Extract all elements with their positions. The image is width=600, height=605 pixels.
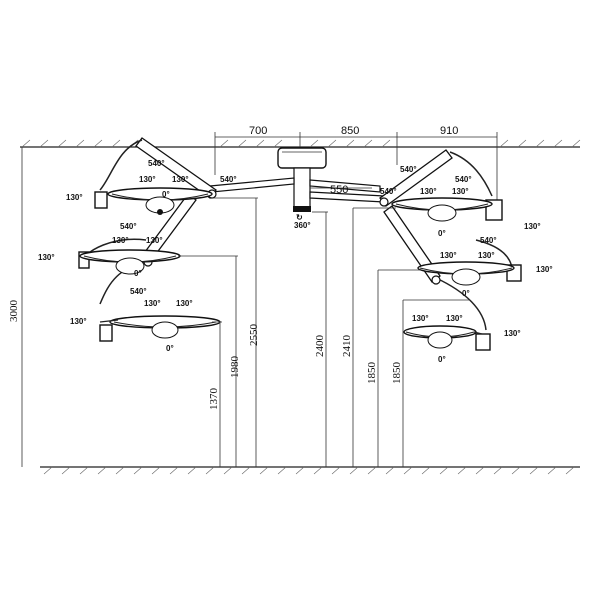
angle-540-label: 540° xyxy=(148,159,165,168)
angle-130-label: 130° xyxy=(66,193,83,202)
angle-130-label: 130° xyxy=(420,187,437,196)
angle-130-label: 130° xyxy=(176,299,193,308)
angle-130-label: 130° xyxy=(112,236,129,245)
angle-130-label: 130° xyxy=(172,175,189,184)
dim-850-label: 850 xyxy=(341,125,359,137)
left-light-head-1 xyxy=(107,187,213,215)
dim-2400-label: 2400 xyxy=(314,335,326,358)
right-light-head-1 xyxy=(391,197,493,222)
dim-1850-label: 1850 xyxy=(391,362,403,385)
angle-540-label: 540° xyxy=(130,287,147,296)
angle-130-label: 130° xyxy=(504,329,521,338)
vertical-dimension-lines xyxy=(21,147,470,467)
angle-0-label: 0° xyxy=(162,190,170,199)
angle-130-label: 130° xyxy=(524,222,541,231)
angle-130-label: 130° xyxy=(144,299,161,308)
right-angle-labels: 540° 540° 540° 130° 130° 0° 130° 540° 13… xyxy=(380,165,553,364)
angle-130-label: 130° xyxy=(446,314,463,323)
dim-2550-label: 2550 xyxy=(248,324,260,347)
dim-910-label: 910 xyxy=(440,125,458,137)
dim-2410-label: 2410 xyxy=(341,335,353,358)
angle-0-label: 0° xyxy=(462,289,470,298)
angle-0-label: 0° xyxy=(438,355,446,364)
dim-550-label: 550 xyxy=(330,184,348,196)
left-light-head-3 xyxy=(99,315,221,339)
right-spring-arm-assembly xyxy=(379,149,522,351)
angle-130-label: 130° xyxy=(452,187,469,196)
svg-text:↻: ↻ xyxy=(296,213,303,222)
dim-3000-label: 3000 xyxy=(8,300,20,323)
angle-130-label: 130° xyxy=(38,253,55,262)
angle-540-label: 540° xyxy=(455,175,472,184)
angle-360-label: 360° xyxy=(294,221,311,230)
angle-540-label: 540° xyxy=(480,236,497,245)
dim-700-label: 700 xyxy=(249,125,267,137)
right-light-head-3 xyxy=(403,325,483,349)
angle-540-label: 540° xyxy=(220,175,237,184)
angle-130-label: 130° xyxy=(536,265,553,274)
right-light-head-2 xyxy=(417,261,515,286)
angle-540-label: 540° xyxy=(380,187,397,196)
left-light-head-2 xyxy=(79,249,181,275)
dim-1850-label: 1850 xyxy=(366,362,378,385)
angle-540-label: 540° xyxy=(120,222,137,231)
top-dimension-chain: 700 850 910 xyxy=(214,125,498,200)
left-angle-labels: 540° 130° 130° 0° 540° 130° 540° 130° 13… xyxy=(38,159,237,353)
angle-130-label: 130° xyxy=(440,251,457,260)
angle-130-label: 130° xyxy=(478,251,495,260)
dim-1980-label: 1980 xyxy=(229,356,241,379)
angle-540-label: 540° xyxy=(400,165,417,174)
angle-0-label: 0° xyxy=(166,344,174,353)
angle-0-label: 0° xyxy=(134,269,142,278)
ceiling-mount xyxy=(277,147,327,212)
dim-1370-label: 1370 xyxy=(208,388,220,411)
angle-130-label: 130° xyxy=(146,236,163,245)
floor xyxy=(40,466,580,475)
angle-130-label: 130° xyxy=(139,175,156,184)
angle-130-label: 130° xyxy=(70,317,87,326)
vertical-dimension-labels: 3000 1370 1980 2550 2400 2410 1850 1850 xyxy=(8,300,403,411)
angle-130-label: 130° xyxy=(412,314,429,323)
boom-arms: 550 360° ↻ xyxy=(209,177,385,230)
angle-0-label: 0° xyxy=(438,229,446,238)
